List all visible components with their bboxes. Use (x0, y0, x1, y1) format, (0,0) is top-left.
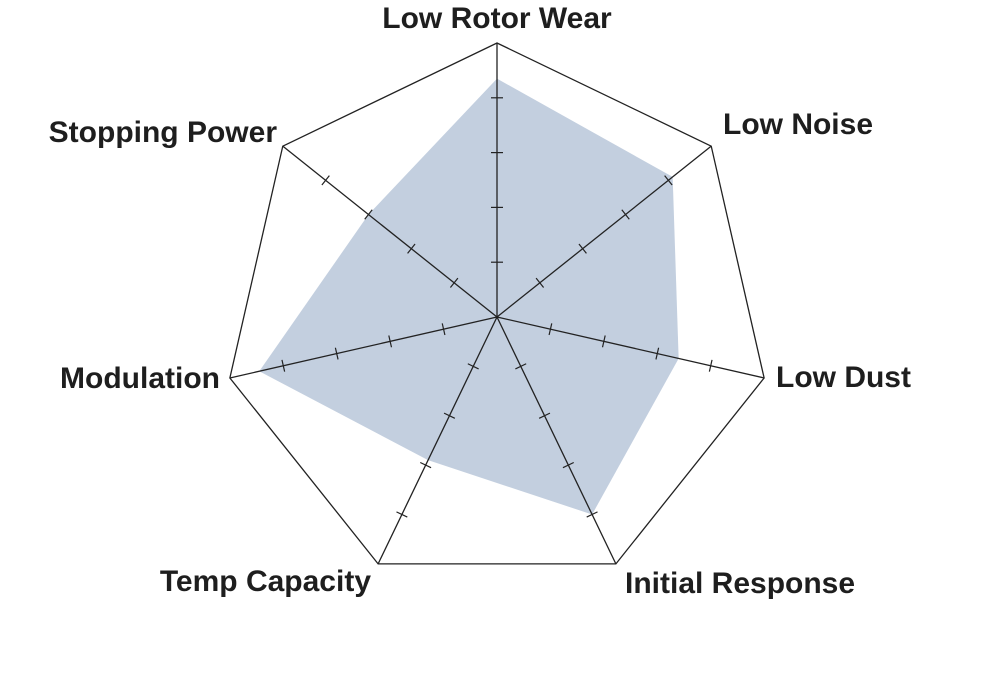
axis-tick (321, 175, 330, 186)
axis-line-2 (496, 316, 765, 379)
axis-tick (601, 335, 606, 348)
axis-tick (388, 335, 393, 348)
axis-label: Low Dust (776, 361, 911, 394)
axis-line-4 (377, 316, 498, 565)
axis-label: Low Rotor Wear (382, 2, 612, 35)
data-area (259, 78, 679, 515)
axis-tick (281, 359, 286, 372)
axis-tick (548, 323, 553, 336)
axis-tick (538, 412, 551, 419)
axis-tick (420, 461, 432, 469)
axis-tick (515, 363, 527, 370)
axis-tick (655, 347, 660, 360)
axis-tick (621, 209, 630, 220)
axis-line-6 (282, 145, 498, 318)
axis-line-1 (496, 145, 712, 318)
axis-tick (562, 461, 574, 469)
outer-frame (229, 42, 765, 565)
axis-tick (449, 277, 459, 288)
axis-tick (334, 347, 339, 360)
axis-tick (664, 175, 673, 186)
axis-label: Modulation (60, 362, 220, 395)
axis-tick (535, 277, 545, 288)
axis-tick (407, 243, 416, 254)
axis-tick (364, 209, 373, 220)
axis-line-5 (229, 316, 498, 379)
axis-line-3 (496, 316, 617, 565)
axis-tick (396, 511, 408, 518)
axis-tick (708, 359, 713, 372)
axis-tick (443, 412, 456, 419)
axis-label: Stopping Power (48, 116, 277, 149)
axis-label: Temp Capacity (159, 565, 371, 598)
axis-label: Low Noise (723, 108, 874, 141)
axis-tick (578, 243, 587, 254)
axis-tick (441, 323, 446, 336)
axis-tick (467, 363, 479, 370)
axis-label: Initial Response (625, 567, 856, 600)
axis-tick (586, 511, 598, 518)
